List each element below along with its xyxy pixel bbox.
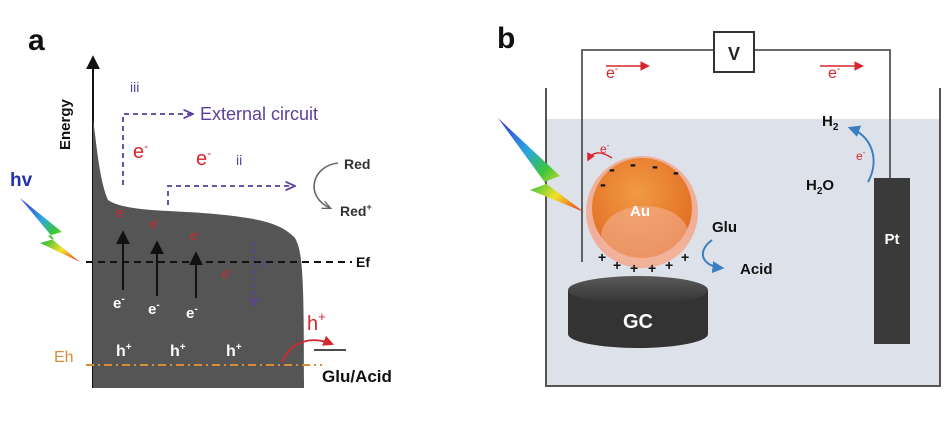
charge-plus-6: + <box>681 249 689 265</box>
wire-electron-left: e- <box>606 64 618 82</box>
charge-minus-3: - <box>652 156 658 176</box>
red-plus-label: Red+ <box>340 202 372 219</box>
charge-minus-4: - <box>673 162 679 182</box>
hole-1: h+ <box>116 342 132 360</box>
charge-minus-5: - <box>600 174 606 194</box>
charge-plus-3: + <box>630 260 638 276</box>
acid-label: Acid <box>740 261 773 278</box>
gc-electrode-body <box>568 290 708 348</box>
external-circuit-label: External circuit <box>200 104 318 124</box>
hole-transfer-arrow <box>281 335 335 363</box>
step-iii-label: iii <box>130 79 139 95</box>
gc-electrode-top <box>568 276 708 304</box>
hole-3: h+ <box>226 342 242 360</box>
charge-plus-2: + <box>613 257 621 273</box>
redox-arrow <box>167 186 294 205</box>
step-ii-label: ii <box>236 152 242 168</box>
electron-valence-1: e- <box>113 294 125 312</box>
h2o-label: H2O <box>806 177 834 197</box>
redox-cycle-arrow <box>313 162 339 208</box>
wire-electron-right: e- <box>828 64 840 82</box>
panel-a: a Energy hv iii External circuit e- e- i… <box>10 24 392 388</box>
charge-minus-2: - <box>630 154 636 174</box>
glu-acid-label: Glu/Acid <box>322 367 392 386</box>
charge-minus-1: - <box>609 159 615 179</box>
au-electron-label: e- <box>600 141 610 156</box>
circuit-wire-left <box>581 49 714 262</box>
beaker <box>545 88 941 387</box>
hole-transfer-label: h+ <box>307 309 326 335</box>
electron-valence-3: e- <box>186 304 198 322</box>
electron-label-iii: e- <box>133 139 148 163</box>
eh-label: Eh <box>54 349 74 366</box>
light-bolt-icon-b <box>498 118 584 212</box>
electron-excited-2: e- <box>150 215 160 231</box>
panel-b: b V e- e- GC Au - - - - - + <box>497 22 941 387</box>
panel-b-label: b <box>497 22 515 55</box>
step-i-label: i <box>262 256 265 271</box>
panel-a-label: a <box>28 24 45 57</box>
external-circuit-arrow <box>122 114 192 185</box>
fermi-level-label: Ef <box>356 254 370 270</box>
electron-recombine: e- <box>222 265 232 281</box>
electron-label-ii: e- <box>196 146 211 170</box>
au-label: Au <box>630 203 650 220</box>
pt-label: Pt <box>885 231 900 248</box>
charge-plus-1: + <box>598 249 606 265</box>
voltmeter-label: V <box>728 44 740 64</box>
electron-valence-2: e- <box>148 300 160 318</box>
gc-label: GC <box>623 311 653 333</box>
h2-label: H2 <box>822 113 839 133</box>
energy-axis-label: Energy <box>57 98 74 150</box>
hv-label: hv <box>10 170 33 191</box>
charge-plus-4: + <box>648 260 656 276</box>
hole-2: h+ <box>170 342 186 360</box>
electron-excited-3: e- <box>190 227 200 243</box>
circuit-wire-right <box>754 49 891 178</box>
pt-electron-label: e- <box>856 148 866 163</box>
glu-oxidation-arrow <box>701 239 725 274</box>
au-electron-arrow <box>587 152 613 162</box>
h2-evolution-arrow <box>847 125 875 183</box>
au-highlight <box>601 206 689 266</box>
light-bolt-icon <box>20 198 80 262</box>
pt-electrode <box>874 178 910 344</box>
voltmeter <box>713 31 755 73</box>
glu-label: Glu <box>712 219 737 236</box>
red-label: Red <box>344 156 370 172</box>
electron-excited-1: e- <box>116 204 126 220</box>
charge-plus-5: + <box>665 257 673 273</box>
